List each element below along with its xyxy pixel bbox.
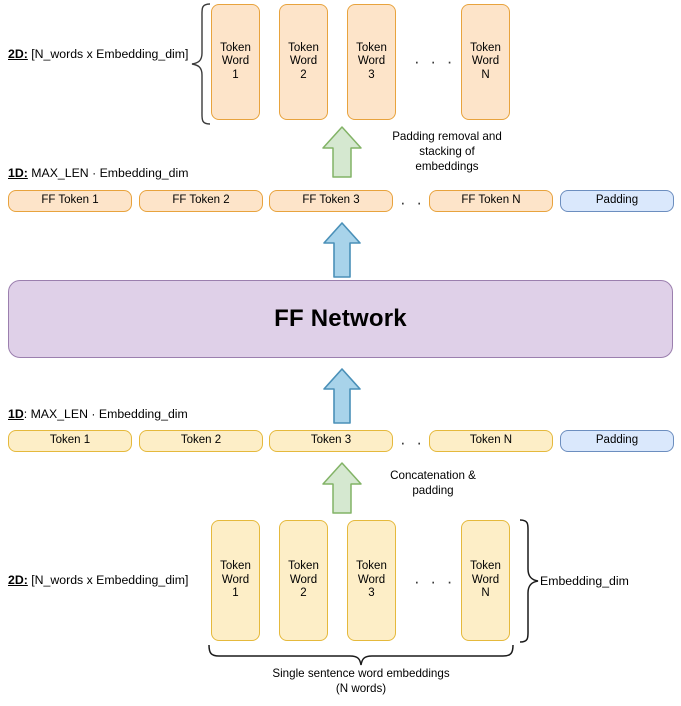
input-token-padding-box: Padding [560,430,674,452]
input-token-dim-text: : MAX_LEN · Embedding_dim [23,407,188,421]
top-token-word-3-line2: Word [357,55,386,68]
ff-token-box-2: FF Token 2 [139,190,263,212]
top-token-word-n-line3: N [481,68,490,81]
top-token-word-n-line2: Word [471,55,500,68]
top-token-word-1-line2: Word [221,55,250,68]
ffnet-input-arrow-icon [322,368,362,424]
input-token-dim-prefix: 1D [8,407,24,421]
bottom-token-word-3-line3: 3 [368,587,375,600]
bottom-token-word-1-line1: Token [220,560,251,573]
bottom-input-dim-text: [N_words x Embedding_dim] [27,573,189,587]
top-row-ellipsis: · · · [414,52,456,71]
input-token-box-2: Token 2 [139,430,263,452]
top-output-dim-prefix: 2D: [8,47,28,61]
bottom-token-word-1-line2: Word [221,573,250,586]
ff-token-box-n: FF Token N [429,190,553,212]
top-token-word-2-line3: 2 [300,68,307,81]
ff-network-box: FF Network [8,280,673,358]
bottom-token-word-box-n: Token Word N [461,520,510,641]
input-token-box-3: Token 3 [269,430,393,452]
top-output-dim-text: [N_words x Embedding_dim] [27,47,189,61]
input-token-box-1: Token 1 [8,430,132,452]
bottom-token-word-box-1: Token Word 1 [211,520,260,641]
padding-removal-arrow-icon [321,126,363,178]
bottom-token-word-2-line1: Token [288,560,319,573]
sentence-span-caption: Single sentence word embeddings (N words… [272,667,450,695]
top-token-word-2-line1: Token [288,41,319,54]
top-token-word-n-line1: Token [470,41,501,54]
ff-token-dim-text: MAX_LEN · Embedding_dim [27,166,189,180]
ff-token-box-1: FF Token 1 [8,190,132,212]
bottom-token-word-n-line2: Word [471,573,500,586]
bottom-token-word-box-3: Token Word 3 [347,520,396,641]
ffnet-output-arrow-icon [322,222,362,278]
ff-token-dim-prefix: 1D: [8,166,28,180]
top-token-word-box-2: Token Word 2 [279,4,328,120]
top-token-word-3-line1: Token [356,41,387,54]
bottom-token-word-n-line3: N [481,587,490,600]
top-token-word-1-line1: Token [220,41,251,54]
ff-token-row-ellipsis: · · · [400,193,442,212]
ff-token-padding-box: Padding [560,190,674,212]
input-token-dim-label: 1D: MAX_LEN · Embedding_dim [8,407,188,421]
bottom-token-word-2-line3: 2 [300,587,307,600]
bottom-token-word-1-line3: 1 [232,587,239,600]
bottom-token-word-box-2: Token Word 2 [279,520,328,641]
bottom-token-word-n-line1: Token [470,560,501,573]
embedding-dim-brace-label: Embedding_dim [540,574,629,588]
bottom-row-ellipsis: · · · [414,572,456,591]
top-token-word-box-3: Token Word 3 [347,4,396,120]
input-token-row-ellipsis: · · · [400,433,442,452]
bottom-token-word-3-line2: Word [357,573,386,586]
embedding-dim-brace [518,519,540,643]
concatenation-arrow-icon [321,462,363,514]
top-token-word-2-line2: Word [289,55,318,68]
top-token-word-3-line3: 3 [368,68,375,81]
ff-token-dim-label: 1D: MAX_LEN · Embedding_dim [8,166,188,180]
top-token-word-1-line3: 1 [232,68,239,81]
input-token-box-n: Token N [429,430,553,452]
ff-token-box-3: FF Token 3 [269,190,393,212]
bottom-input-dim-label: 2D: [N_words x Embedding_dim] [8,573,188,587]
concatenation-annotation: Concatenation & padding [390,469,476,497]
bottom-input-dim-prefix: 2D: [8,573,28,587]
sentence-span-brace [208,644,514,666]
padding-removal-annotation: Padding removal and stacking of embeddin… [392,130,502,173]
top-token-word-box-1: Token Word 1 [211,4,260,120]
top-output-dim-label: 2D: [N_words x Embedding_dim] [8,47,188,61]
bottom-token-word-3-line1: Token [356,560,387,573]
top-left-brace [190,3,212,125]
top-token-word-box-n: Token Word N [461,4,510,120]
bottom-token-word-2-line2: Word [289,573,318,586]
